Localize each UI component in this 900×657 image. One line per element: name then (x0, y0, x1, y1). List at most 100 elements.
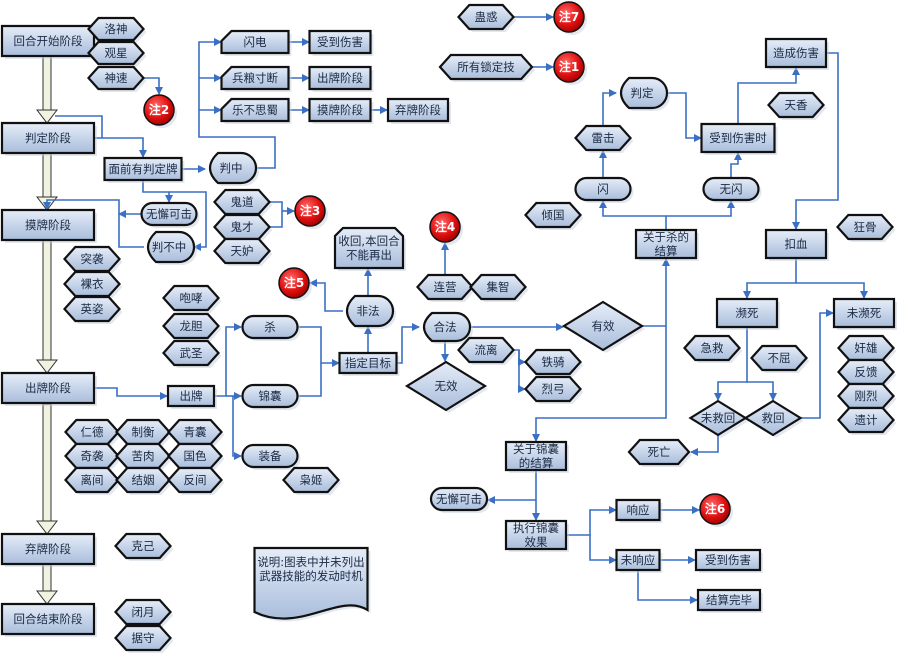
shoudao-shanghai-shi-node[interactable]: 受到伤害时 (700, 122, 778, 155)
node-shape (114, 598, 172, 626)
wuxie-2-node[interactable]: 无懈可击 (429, 486, 490, 513)
tiandu-node[interactable]: 天妒 (213, 237, 273, 266)
panbuzhong-node[interactable]: 判不中 (146, 230, 197, 265)
guhuo-node[interactable]: 蛊惑 (457, 3, 517, 32)
jushou-node[interactable]: 据守 (114, 624, 174, 653)
siwang-node[interactable]: 死亡 (627, 438, 692, 467)
phase-judgement[interactable]: 判定阶段 (0, 121, 97, 156)
guicai-node[interactable]: 鬼才 (213, 213, 273, 242)
zhixing-node[interactable]: 执行锦囊效果 (504, 519, 569, 552)
panzhong-node[interactable]: 判中 (208, 151, 259, 186)
qingguo-node[interactable]: 倾国 (524, 201, 584, 230)
phase-play[interactable]: 出牌阶段 (0, 371, 97, 406)
tuxi-node[interactable]: 突袭 (63, 245, 123, 274)
wushan-node[interactable]: 无闪 (702, 176, 762, 203)
n7-note-badge[interactable]: 注7 (553, 1, 587, 35)
xiangying-node[interactable]: 响应 (615, 498, 663, 523)
tianxiang-node[interactable]: 天香 (767, 91, 827, 120)
zhiding-node[interactable]: 指定目标 (338, 351, 400, 376)
tieji-node[interactable]: 铁骑 (524, 348, 584, 377)
jiesuan-wanbi-node[interactable]: 结算完毕 (696, 588, 763, 613)
buqu-node[interactable]: 不屈 (750, 344, 810, 373)
weijiuhui-node[interactable]: 未救回 (688, 399, 749, 438)
node-label: 出牌阶段 (317, 71, 363, 85)
luoyi-node[interactable]: 裸衣 (63, 270, 123, 299)
n3-note-badge[interactable]: 注3 (294, 195, 328, 229)
lijian-node[interactable]: 离间 (64, 466, 122, 495)
n4-note-badge[interactable]: 注4 (429, 211, 463, 245)
yingzi-node[interactable]: 英姿 (63, 295, 123, 324)
hefa-node[interactable]: 合法 (422, 311, 473, 344)
mopai-jieduan-node[interactable]: 摸牌阶段 (308, 97, 374, 124)
chupai-node[interactable]: 出牌 (166, 384, 217, 409)
qipai-jieduan-node[interactable]: 弃牌阶段 (386, 97, 451, 124)
shoudao-shanghai-1-node[interactable]: 受到伤害 (308, 29, 374, 56)
rende-node[interactable]: 仁德 (64, 418, 122, 447)
n2-note-badge[interactable]: 注2 (143, 94, 177, 128)
node-label-line: 奇袭 (81, 449, 104, 463)
jijiu-node[interactable]: 急救 (683, 334, 743, 363)
n6-note-badge[interactable]: 注6 (699, 493, 733, 527)
jieyin-node[interactable]: 结姻 (115, 466, 173, 495)
sha-result-node[interactable]: 关于杀的结算 (634, 228, 699, 261)
phase-round-end[interactable]: 回合结束阶段 (0, 602, 97, 637)
phase-discard[interactable]: 弃牌阶段 (0, 532, 97, 567)
shoudao-shanghai-2-node[interactable]: 受到伤害 (694, 548, 763, 573)
lebusishu-node[interactable]: 乐不思蜀 (220, 97, 292, 124)
zaocheng-shanghai-node[interactable]: 造成伤害 (764, 37, 829, 70)
qingnang-node[interactable]: 青囊 (167, 418, 225, 447)
jinnang-result-node[interactable]: 关于锦囊的结算 (504, 440, 569, 473)
fanjian-node[interactable]: 反间 (167, 466, 225, 495)
liegong-node[interactable]: 烈弓 (524, 375, 584, 404)
node-label-line: 回合开始阶段 (14, 34, 83, 48)
guose-node[interactable]: 国色 (167, 442, 225, 471)
fankui-node[interactable]: 反馈 (837, 358, 897, 387)
youxiao-node[interactable]: 有效 (561, 300, 645, 353)
shensu-node[interactable]: 神速 (87, 65, 147, 92)
paoxiao-node[interactable]: 咆哮 (162, 284, 222, 313)
bingliang-node[interactable]: 兵粮寸断 (220, 65, 292, 92)
wuxie-1-node[interactable]: 无懈可击 (140, 201, 200, 228)
lianying-node[interactable]: 连营 (416, 273, 476, 302)
zhuangbei-node[interactable]: 装备 (241, 443, 301, 470)
biyue-node[interactable]: 闭月 (114, 598, 174, 627)
leiji-node[interactable]: 雷击 (574, 124, 634, 153)
shan-node[interactable]: 闪 (574, 176, 634, 203)
feifa-node[interactable]: 非法 (345, 294, 396, 329)
chupai-jieduan-node[interactable]: 出牌阶段 (308, 65, 374, 92)
weibinsi-node[interactable]: 未濒死 (832, 297, 897, 330)
shouhui-node[interactable]: 收回,本回合不能再出 (333, 226, 406, 271)
yiji-node[interactable]: 遗计 (837, 406, 897, 435)
jianxiong-node[interactable]: 奸雄 (837, 334, 897, 363)
keji-node[interactable]: 克己 (114, 532, 174, 561)
guanxing-node[interactable]: 观星 (87, 40, 147, 67)
n5-note-badge[interactable]: 注5 (278, 267, 312, 301)
suoyou-suodingji-node[interactable]: 所有锁定技 (438, 53, 535, 82)
binsi-node[interactable]: 濒死 (715, 297, 780, 330)
ganglie-node[interactable]: 刚烈 (837, 382, 897, 411)
weixiangying-node[interactable]: 未响应 (615, 548, 663, 573)
jiuhui-node[interactable]: 救回 (743, 399, 804, 438)
kuanggu-node[interactable]: 狂骨 (836, 213, 896, 242)
n1-note-badge[interactable]: 注1 (553, 51, 587, 85)
wusheng-node[interactable]: 武圣 (162, 339, 222, 368)
guidao-node[interactable]: 鬼道 (213, 188, 273, 217)
mianqian-node[interactable]: 面前有判定牌 (103, 156, 185, 183)
phase-round-start[interactable]: 回合开始阶段 (0, 24, 97, 59)
sha-node[interactable]: 杀 (241, 314, 301, 341)
luoshen-node[interactable]: 洛神 (87, 16, 147, 43)
liuli-node[interactable]: 流离 (457, 336, 517, 365)
shandian-node[interactable]: 闪电 (220, 29, 292, 56)
longdan-node[interactable]: 龙胆 (162, 312, 222, 341)
qixi-node[interactable]: 奇袭 (64, 442, 122, 471)
wuxiao-node[interactable]: 无效 (404, 360, 488, 413)
xiaoji-node[interactable]: 枭姬 (282, 466, 342, 495)
jinnang-node[interactable]: 锦囊 (241, 383, 301, 410)
jizhi-node[interactable]: 集智 (469, 273, 529, 302)
node-label: 反馈 (855, 365, 878, 379)
kurou-node[interactable]: 苦肉 (115, 442, 173, 471)
phase-draw[interactable]: 摸牌阶段 (0, 208, 97, 243)
kouxue-node[interactable]: 扣血 (764, 228, 829, 261)
panding-node[interactable]: 判定 (619, 76, 670, 111)
zhiheng-node[interactable]: 制衡 (115, 418, 173, 447)
